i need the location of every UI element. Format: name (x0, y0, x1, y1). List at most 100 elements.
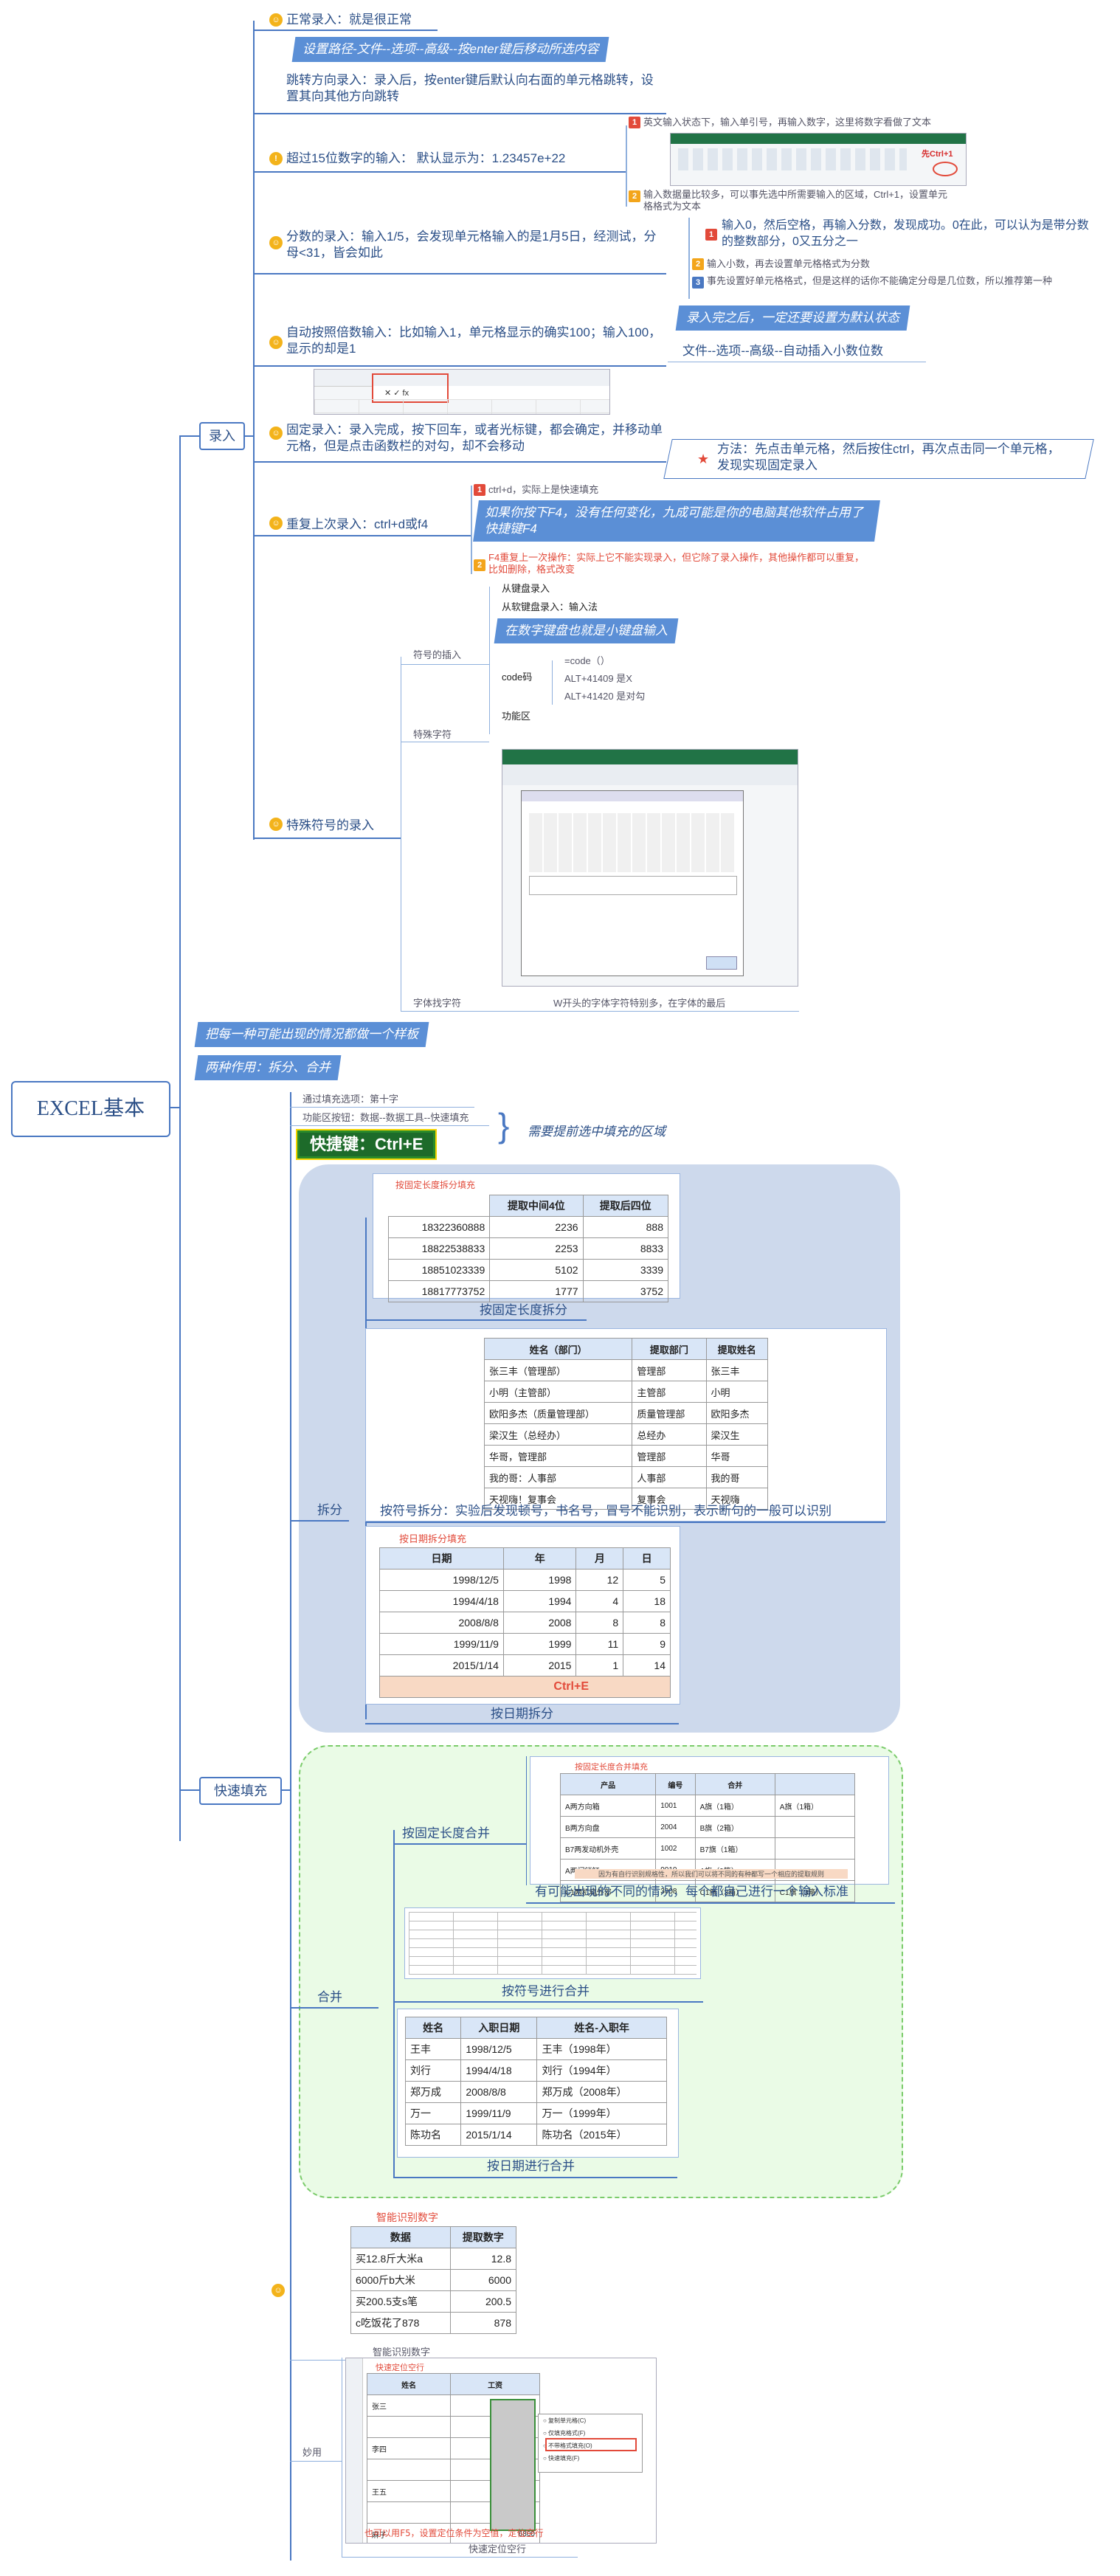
luru-n4[interactable]: 分数的录入：输入1/5，会发现单元格输入的是1月5日，经测试，分母<31，皆会如… (286, 229, 657, 260)
luru-n1[interactable]: 正常录入：就是很正常 (286, 13, 412, 27)
table-cell: 1002 (655, 1837, 696, 1860)
luru-connector (179, 435, 201, 437)
emoji-icon: ☺ (269, 13, 283, 27)
ul-n2 (253, 113, 666, 114)
num-2-icon: 2 (629, 190, 640, 202)
fill-link (280, 1789, 291, 1791)
table-header: 数据 (350, 2226, 451, 2248)
luru-n6[interactable]: 固定录入：录入完成，按下回车，或者光标键，都会确定，并移动单元格，但是点击函数栏… (286, 423, 663, 453)
sym-c-note: W开头的字体字符特别多，在字体的最后 (553, 998, 726, 1009)
table-header: 提取姓名 (705, 1338, 768, 1360)
table-cell: 欧阳多杰 (705, 1402, 768, 1424)
table-header (774, 1773, 856, 1795)
fill-menu-item[interactable]: ○ 不带格式填充(O) (543, 2442, 592, 2449)
sym-a-line (401, 664, 489, 665)
locate-screenshot: 快速定位空行 姓名工资张三4500李四7800王五9500麻子6800伙伴880… (345, 2358, 657, 2544)
sym-a2: 从软键盘录入：输入法 (502, 601, 598, 612)
table-cell: C1旗（3箱） (694, 1880, 775, 1902)
table-header: 提取部门 (632, 1338, 707, 1360)
table-cell: 王丰 (404, 2038, 462, 2060)
center-node[interactable]: EXCEL基本 (11, 1081, 170, 1137)
table-cell: 人事部 (632, 1466, 707, 1488)
num-2-icon: 2 (474, 559, 485, 571)
table-header: 姓名 (404, 2017, 462, 2039)
ul-n8 (253, 838, 401, 839)
num-2-icon: 2 (692, 258, 704, 270)
table-cell: 主管部 (632, 1381, 707, 1403)
table-cell: 梁汉生（总经办） (483, 1423, 633, 1446)
table-header: 日 (623, 1547, 671, 1570)
shortcut-ctrl-e: 快捷键：Ctrl+E (295, 1129, 438, 1160)
num-1-icon: 1 (705, 229, 717, 241)
split-label[interactable]: 拆分 (317, 1503, 342, 1517)
table-row: 欧阳多杰（质量管理部）质量管理部欧阳多杰 (483, 1402, 768, 1424)
fill-connector (179, 1789, 201, 1791)
table-cell: 1994/4/18 (379, 1590, 504, 1612)
ul-n6 (253, 461, 666, 463)
num-1-icon: 1 (629, 117, 640, 128)
luru-n5[interactable]: 自动按照倍数输入：比如输入1，单元格显示的确实100；输入100，显示的却是1 (286, 325, 662, 356)
table-cell: 9 (623, 1633, 671, 1655)
luru-n2[interactable]: 跳转方向录入：录入后，按enter键后默认向右面的单元格跳转，设置其向其他方向跳… (286, 73, 654, 103)
table-cell (366, 2416, 452, 2438)
table-cell: 买200.5支s笔 (350, 2290, 451, 2313)
ul-n7 (253, 535, 471, 536)
sym-code1: =code（） (564, 655, 610, 666)
num-1-icon: 1 (474, 484, 485, 496)
split-sym-frame: 姓名（部门）提取部门提取姓名张三丰（管理部）管理部张三丰小明（主管部）主管部小明… (365, 1328, 887, 1522)
table-cell: 1 (575, 1654, 624, 1677)
fill-menu-item[interactable]: ○ 仅填充格式(F) (543, 2430, 586, 2437)
branch-fill[interactable]: 快速填充 (199, 1777, 282, 1805)
table-cell: 8 (623, 1612, 671, 1634)
table-cell: 2004 (655, 1816, 696, 1838)
branch-luru[interactable]: 录入 (199, 422, 245, 450)
table-cell: 麻子 (366, 2523, 452, 2543)
table-cell: c吃饭花了878 (350, 2312, 451, 2334)
n3-note-1: 英文输入状态下，输入单引号，再输入数字，这里将数字看做了文本 (643, 117, 932, 128)
top2-line (290, 1125, 489, 1126)
table-cell: 2253 (489, 1237, 584, 1260)
table-cell: 总经办 (632, 1423, 707, 1446)
n4-note-1: 输入0，然后空格，再输入分数，发现成功。0在此，可以认为是带分数的整数部分，0又… (722, 219, 1089, 248)
other-label[interactable]: 妙用 (303, 2447, 322, 2458)
table-cell: 复事会 (632, 1488, 707, 1510)
split-sym-table: 姓名（部门）提取部门提取姓名张三丰（管理部）管理部张三丰小明（主管部）主管部小明… (483, 1338, 768, 1510)
merge-label[interactable]: 合并 (317, 1990, 342, 2004)
locate-line (342, 2557, 578, 2558)
split-date-line (365, 1723, 679, 1724)
split-fixed-caption: 按固定长度拆分 (480, 1303, 567, 1317)
table-header: 日期 (379, 1547, 504, 1570)
table-cell: 天视嗨 (705, 1488, 768, 1510)
table-cell: 管理部 (632, 1445, 707, 1467)
luru-n8[interactable]: 特殊符号的录入 (286, 818, 374, 832)
luru-n3[interactable]: 超过15位数字的输入： 默认显示为：1.23457e+22 (286, 151, 566, 165)
table-cell: 2015/1/14 (379, 1654, 504, 1677)
sym-code3: ALT+41420 是对勾 (564, 691, 646, 702)
table-cell: 18322360888 (387, 1216, 491, 1238)
table-header: 提取中间4位 (489, 1195, 584, 1217)
table-cell: A旗（1箱） (694, 1795, 775, 1817)
table-row: 我的哥：人事部人事部我的哥 (483, 1466, 768, 1488)
table-cell: 2015 (502, 1654, 577, 1677)
fill-menu-item[interactable]: ○ 快速填充(F) (543, 2455, 580, 2462)
table-header: 姓名 (366, 2373, 452, 2395)
table-cell: 1001 (655, 1795, 696, 1817)
fill-menu-item[interactable]: ○ 复制单元格(C) (543, 2417, 587, 2424)
table-cell: 我的哥：人事部 (483, 1466, 633, 1488)
table-header: 编号 (655, 1773, 696, 1795)
luru-link (243, 435, 255, 437)
fill-top1: 通过填充选项：第十字 (303, 1094, 399, 1105)
luru-n7[interactable]: 重复上次录入：ctrl+d或f4 (286, 517, 429, 531)
table-row: 天视嗨！复事会复事会天视嗨 (483, 1488, 768, 1510)
table-cell: 1998/12/5 (379, 1569, 504, 1591)
split-sym-line (365, 1522, 885, 1523)
table-cell: 8 (575, 1612, 624, 1634)
side-pill-b: 两种作用：拆分、合并 (194, 1055, 342, 1080)
